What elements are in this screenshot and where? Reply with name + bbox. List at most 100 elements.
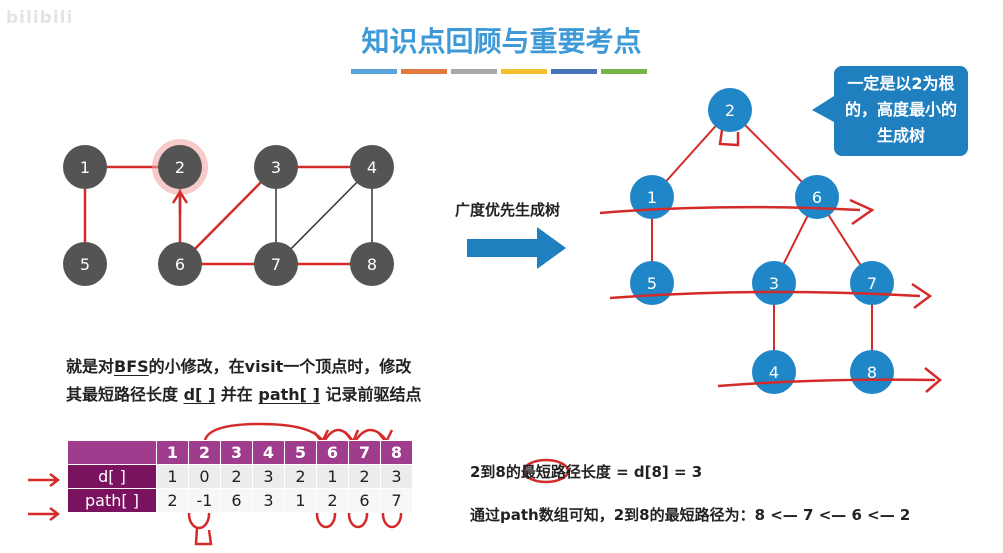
level-arrow-icon <box>924 367 942 393</box>
table-header: 5 <box>284 440 317 465</box>
level-stroke <box>609 290 921 300</box>
left-graph-edges <box>83 165 373 266</box>
mark-circle <box>522 458 570 484</box>
callout-box: 一定是以2为根 的，高度最小的 生成树 <box>834 66 968 156</box>
table-corner <box>67 440 157 465</box>
table-cell: 2 <box>156 488 189 513</box>
description-line-1: 就是对BFS的小修改，在visit一个顶点时，修改 <box>66 353 411 377</box>
level-arrow-icon <box>911 282 933 309</box>
node-label: 1 <box>80 158 90 177</box>
bfs-term: BFS <box>114 357 149 376</box>
table-cell: 2 <box>316 488 349 513</box>
table-cell: 0 <box>188 464 221 489</box>
table-cell: 6 <box>348 488 381 513</box>
edge-7-4 <box>275 166 373 265</box>
table-cell: 2 <box>348 464 381 489</box>
table-header: 2 <box>188 440 221 465</box>
table-header-row: 1 2 3 4 5 6 7 8 <box>67 440 413 465</box>
page-title: 知识点回顾与重要考点 <box>361 25 642 58</box>
table-cell: 2 <box>220 464 253 489</box>
node-5 <box>63 242 107 286</box>
table-cell: 6 <box>220 488 253 513</box>
node-1 <box>63 145 107 189</box>
node-4 <box>350 145 394 189</box>
row-label: path[ ] <box>67 488 157 513</box>
result-text: 最短 <box>520 463 551 481</box>
table-cell: 7 <box>380 488 413 513</box>
node-label: 2 <box>175 158 185 177</box>
tree-node-label: 6 <box>812 188 822 207</box>
color-bar-segment <box>551 69 597 74</box>
mark-loop <box>194 527 213 546</box>
tree-node-label: 5 <box>647 274 657 293</box>
node-6 <box>158 242 202 286</box>
table-cell: 1 <box>156 464 189 489</box>
tree-node-8 <box>850 350 894 394</box>
table-header: 8 <box>380 440 413 465</box>
bfs-tree-label: 广度优先生成树 <box>455 201 561 219</box>
color-bar-segment <box>601 69 647 74</box>
table-row: path[ ] 2 -1 6 3 1 2 6 7 <box>67 488 413 513</box>
d-array-term: d[ ] <box>183 385 216 404</box>
callout-pointer-icon <box>812 96 834 122</box>
tree-annotations <box>599 129 942 393</box>
color-bar-segment <box>451 69 497 74</box>
table-cell: 3 <box>252 464 285 489</box>
table-cell: 1 <box>316 464 349 489</box>
path-array-term: path[ ] <box>258 385 320 404</box>
table-cell: -1 <box>188 488 221 513</box>
node-label: 5 <box>80 255 90 274</box>
result-text: 路径长度 = d[8] = 3 <box>550 463 703 481</box>
table-cell: 3 <box>380 464 413 489</box>
node-label: 4 <box>367 158 377 177</box>
bfs-table: 1 2 3 4 5 6 7 8 d[ ] 1 0 2 3 2 1 2 3 pat… <box>67 440 413 513</box>
tree-node-label: 7 <box>867 274 877 293</box>
table-cell: 1 <box>284 488 317 513</box>
level-stroke <box>599 205 861 215</box>
tree-node-2 <box>708 88 752 132</box>
node-8 <box>350 242 394 286</box>
level-arrow-icon <box>849 198 875 226</box>
color-bar-segment <box>501 69 547 74</box>
desc-text: 其最短路径长度 <box>66 385 184 404</box>
callout-line: 的，高度最小的 <box>844 100 957 119</box>
callout-line: 生成树 <box>876 126 925 145</box>
tree-node-label: 2 <box>725 101 735 120</box>
desc-text: 的小修改，在visit一个顶点时，修改 <box>148 357 412 376</box>
tree-node-label: 3 <box>769 274 779 293</box>
level-stroke <box>717 378 936 388</box>
result-line-2: 通过path数组可知，2到8的最短路径为：8 <— 7 <— 6 <— 2 <box>470 506 911 524</box>
row-arrow-icon <box>28 473 61 487</box>
table-header: 7 <box>348 440 381 465</box>
row-arrow-icon <box>28 507 61 521</box>
left-graph-nodes: 1 2 3 4 5 6 7 8 <box>63 139 394 286</box>
desc-text: 记录前驱结点 <box>319 385 422 404</box>
result-text: 2到8的 <box>470 463 521 481</box>
tree-node-label: 4 <box>769 363 779 382</box>
right-arrow-icon <box>467 227 566 269</box>
link-arrow <box>203 422 323 441</box>
table-header: 6 <box>316 440 349 465</box>
callout-line: 一定是以2为根 <box>847 74 955 93</box>
table-cell: 2 <box>284 464 317 489</box>
desc-text: 就是对 <box>66 357 115 376</box>
annotation-arrow-icon <box>171 189 189 214</box>
node-7 <box>254 242 298 286</box>
node-3 <box>254 145 298 189</box>
desc-text: 并在 <box>215 385 259 404</box>
table-row: d[ ] 1 0 2 3 2 1 2 3 <box>67 464 413 489</box>
tree-node-label: 8 <box>867 363 877 382</box>
tree-node-label: 1 <box>647 188 657 207</box>
root-mark-icon <box>718 129 740 147</box>
row-label: d[ ] <box>67 464 157 489</box>
node-label: 3 <box>271 158 281 177</box>
table-cell: 3 <box>252 488 285 513</box>
description-line-2: 其最短路径长度 d[ ] 并在 path[ ] 记录前驱结点 <box>66 381 421 405</box>
result-line-1: 2到8的最短路径长度 = d[8] = 3 <box>470 461 702 482</box>
color-bar-segment <box>351 69 397 74</box>
table-header: 1 <box>156 440 189 465</box>
table-header: 4 <box>252 440 285 465</box>
color-bar-segment <box>401 69 447 74</box>
tree-node-3 <box>752 261 796 305</box>
